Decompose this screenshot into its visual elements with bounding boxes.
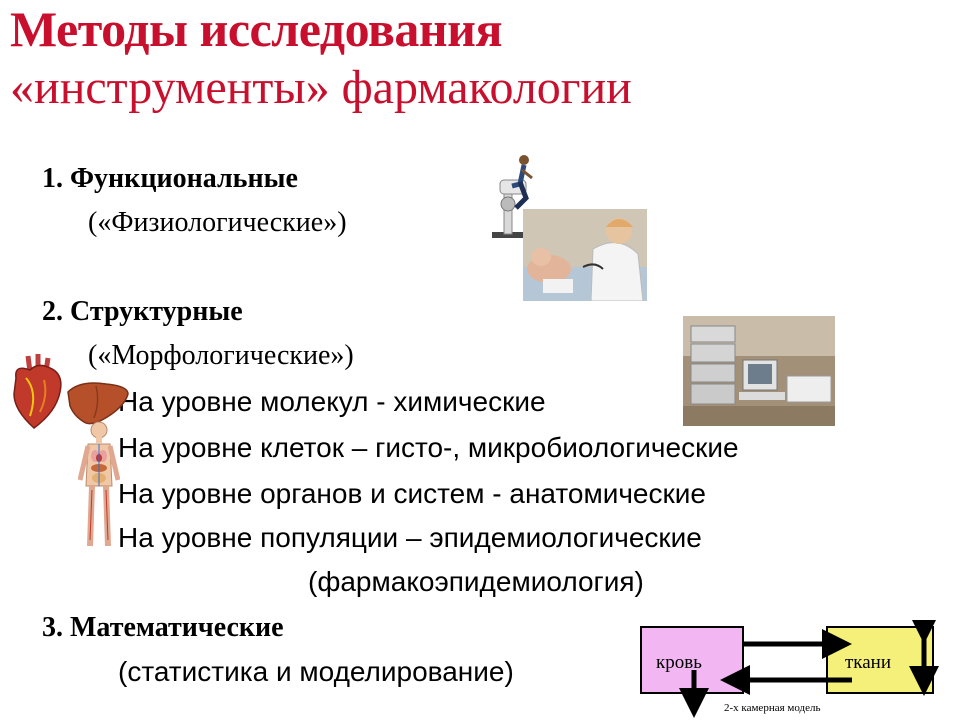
- structural-item-organs: На уровне органов и систем - анатомическ…: [118, 478, 706, 509]
- structural-item-cells: На уровне клеток – гисто-, микробиологич…: [118, 432, 739, 463]
- human-anatomy-icon: [78, 420, 120, 550]
- section-functional-heading: 1. Функциональные: [42, 163, 298, 194]
- model-arrows: [679, 620, 939, 718]
- liver-icon: [66, 378, 130, 428]
- doctor-patient-photo: [523, 209, 647, 301]
- exercise-bike-icon: [486, 152, 542, 244]
- heart-icon: [8, 352, 66, 432]
- section-functional-sub: («Физиологические»): [88, 207, 347, 238]
- tissue-label: ткани: [845, 652, 892, 673]
- structural-item-molecules: На уровне молекул - химические: [118, 386, 546, 417]
- structural-item-population: На уровне популяции – эпидемиологические: [118, 522, 702, 553]
- section-structural-heading: 2. Структурные: [42, 296, 243, 327]
- lab-equipment-photo: [683, 316, 835, 426]
- section-structural-sub: («Морфологические»): [88, 340, 354, 371]
- blood-label: кровь: [656, 652, 702, 673]
- title-line-2: «инструменты» фармакологии: [10, 61, 632, 114]
- title-line-1: Методы исследования: [10, 1, 503, 57]
- section-math-heading: 3. Математические: [42, 612, 284, 643]
- structural-extra-pharmacoepidemiology: (фармакоэпидемиология): [308, 566, 644, 597]
- model-caption: 2-х камерная модель: [724, 702, 821, 714]
- section-math-sub: (статистика и моделирование): [118, 656, 514, 687]
